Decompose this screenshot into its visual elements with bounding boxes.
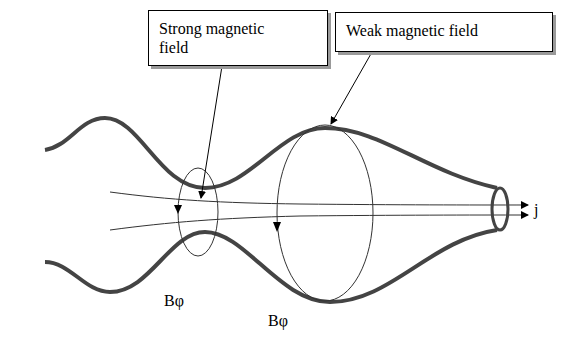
column-end-cap [492, 188, 508, 230]
callout-text: Strong magnetic field [159, 19, 287, 57]
current-line [110, 215, 528, 230]
callout-box: Weak magnetic field [335, 12, 553, 52]
callout-box: Strong magnetic field [148, 10, 328, 66]
callout-text: Weak magnetic field [346, 21, 542, 40]
field-symbol: Bφ [164, 292, 184, 310]
field-loop [178, 168, 218, 256]
field-symbol: Bφ [268, 312, 288, 330]
current-symbol: j [534, 201, 538, 219]
field-direction-arrow [273, 222, 281, 232]
leader-arrow [331, 52, 372, 124]
leader-arrow [201, 66, 222, 198]
field-direction-arrow [174, 205, 182, 214]
plasma-outline [45, 118, 497, 188]
field-loop [277, 125, 373, 301]
current-line [110, 192, 528, 205]
plasma-outline [45, 230, 497, 302]
